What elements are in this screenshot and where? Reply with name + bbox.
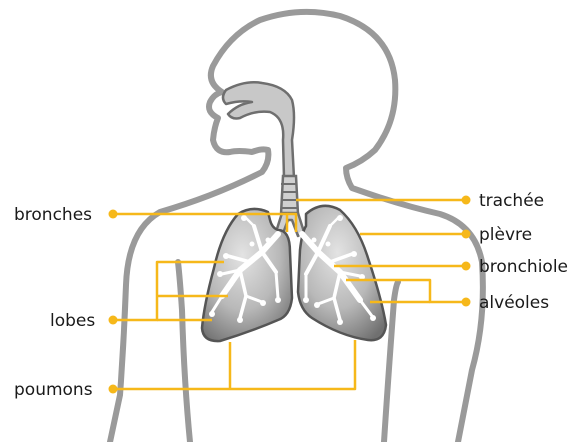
label-bronches: bronches <box>14 205 92 225</box>
label-lobes: lobes <box>50 311 95 331</box>
nasal-cavity <box>223 82 294 178</box>
label-poumons: poumons <box>14 380 93 400</box>
label-trachee: trachée <box>479 191 544 211</box>
arm-right <box>384 282 398 442</box>
leader-poumons <box>113 340 355 389</box>
label-bronchiole: bronchiole <box>479 257 568 277</box>
arm-left <box>178 262 190 442</box>
label-alveoles: alvéoles <box>479 293 549 313</box>
label-plevre: plèvre <box>479 225 532 245</box>
